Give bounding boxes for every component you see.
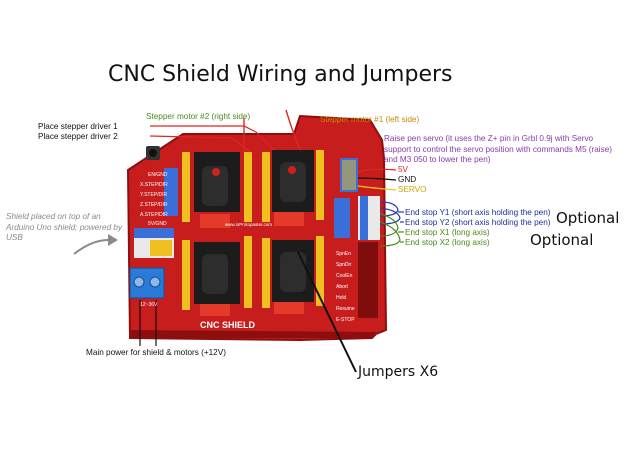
label-main-power: Main power for shield & motors (+12V) <box>86 348 226 357</box>
label-jumpers: Jumpers X6 <box>358 364 439 380</box>
jumper-blocks <box>200 212 304 316</box>
label-stepper-motor-1: Stepper motor #1 (left side) <box>320 115 420 124</box>
silk-estop: E-STOP <box>336 317 355 323</box>
silk-url: www.inProtopaster.com <box>225 222 272 227</box>
stepper-drivers <box>194 150 314 304</box>
diagram-title: CNC Shield Wiring and Jumpers <box>108 62 453 87</box>
label-stepper-motor-2: Stepper motor #2 (right side) <box>146 112 251 121</box>
label-servo: SERVO <box>398 185 427 194</box>
label-endstop-y2: End stop Y2 (short axis holding the pen) <box>405 218 551 227</box>
label-endstop-x1: End stop X1 (long axis) <box>405 228 490 237</box>
silk-y-step: Y.STEP/DIR <box>140 192 168 198</box>
silk-5v-gnd: 5V/GND <box>148 221 167 227</box>
servo-note: Raise pen servo (it uses the Z+ pin in G… <box>384 134 612 164</box>
board-name: CNC SHIELD <box>200 320 256 330</box>
shield-note: Shield placed on top of an Arduino Uno s… <box>6 212 123 242</box>
silk-x-step: X.STEP/DIR <box>140 182 168 188</box>
right-pin-header <box>334 158 380 318</box>
driver-headers <box>182 150 324 310</box>
board-edge <box>130 330 376 338</box>
label-gnd: GND <box>398 175 417 184</box>
silk-en-gnd: EN/GND <box>148 172 168 178</box>
label-optional-2: Optional <box>530 231 594 249</box>
label-stepper-driver-1: Place stepper driver 1 <box>38 122 118 131</box>
wires <box>73 109 404 373</box>
silkscreen: EN/GND X.STEP/DIR Y.STEP/DIR Z.STEP/DIR … <box>140 172 355 323</box>
label-5v: 5V <box>398 165 409 174</box>
silk-spndir: SpnDir <box>336 262 352 268</box>
silk-spnen: SpnEn <box>336 251 351 257</box>
silk-abort: Abort <box>336 284 349 290</box>
silk-terminal: 12~36V <box>140 302 158 308</box>
silk-a-step: A.STEP/DIR <box>140 212 168 218</box>
silk-hold: Hold <box>336 295 347 301</box>
silk-resume: Resume <box>336 306 355 312</box>
label-endstop-y1: End stop Y1 (short axis holding the pen) <box>405 208 551 217</box>
power-terminal <box>129 267 165 299</box>
silk-z-step: Z.STEP/DIR <box>140 202 168 208</box>
label-endstop-x2: End stop X2 (long axis) <box>405 238 490 247</box>
silk-coolen: CoolEn <box>336 273 353 279</box>
label-optional-1: Optional <box>556 209 620 227</box>
left-pin-header <box>134 168 178 258</box>
reset-button-cap <box>149 149 157 157</box>
label-stepper-driver-2: Place stepper driver 2 <box>38 132 118 141</box>
